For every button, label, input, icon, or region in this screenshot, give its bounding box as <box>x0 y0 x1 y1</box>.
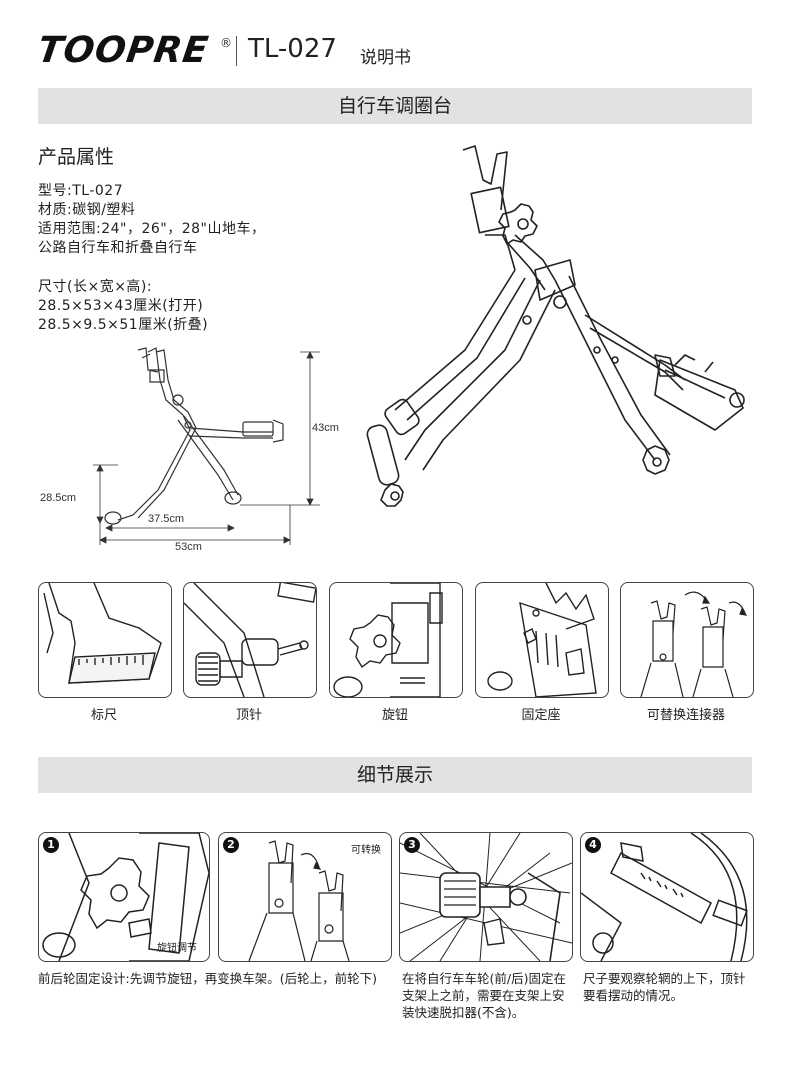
dim-height: 43cm <box>312 422 339 434</box>
product-drawing <box>365 140 760 530</box>
size-folded: 28.5×9.5×51厘米(折叠) <box>38 317 209 333</box>
part-label-connector: 可替换连接器 <box>646 708 725 723</box>
part-thimble-box <box>183 582 317 698</box>
part-mount-box <box>475 582 609 698</box>
description-3: 尺子要观察轮辋的上下，顶针要看摆动的情况。 <box>583 971 746 1003</box>
detail-label-1: 旋钮调节 <box>157 943 197 954</box>
detail-number-3: 3 <box>404 837 420 853</box>
product-title-band: 自行车调圈台 <box>38 88 752 124</box>
detail-box-4: 4 <box>580 832 754 962</box>
description-1: 前后轮固定设计:先调节旋钮，再变换车架。(后轮上，前轮下) <box>38 971 377 986</box>
detail-number-2: 2 <box>223 837 239 853</box>
convertible-frame-icon <box>219 833 391 961</box>
part-label-thimble: 顶针 <box>235 708 262 723</box>
detail-box-1: 1 旋钮调节 <box>38 832 210 962</box>
mount-icon <box>487 583 608 697</box>
part-ruler-box <box>38 582 172 698</box>
detail-number-4: 4 <box>585 837 601 853</box>
dim-depth: 28.5cm <box>40 492 77 504</box>
manual-label: 说明书 <box>360 48 411 68</box>
knob-adjust-icon <box>42 833 209 961</box>
thimble-icon <box>184 583 316 697</box>
part-label-mount: 固定座 <box>521 708 561 723</box>
knob-icon <box>333 583 462 697</box>
ruler-check-icon <box>581 833 753 961</box>
details-title-band: 细节展示 <box>38 757 752 793</box>
properties-heading: 产品属性 <box>38 146 115 168</box>
part-label-ruler: 标尺 <box>90 708 117 723</box>
detail-box-2: 2 可转换 <box>218 832 392 962</box>
part-knob-box <box>329 582 463 698</box>
brand-logo: TOOPRE <box>35 30 212 71</box>
size-heading: 尺寸(长×宽×高): <box>38 279 153 295</box>
header-divider <box>236 36 237 66</box>
registered-mark: ® <box>220 36 232 50</box>
spec-material: 材质:碳钢/塑料 <box>38 202 136 218</box>
quick-release-icon <box>400 833 572 961</box>
details-title: 细节展示 <box>356 764 433 786</box>
detail-box-3: 3 <box>399 832 573 962</box>
model-number: TL-027 <box>248 34 337 64</box>
part-connector-box <box>620 582 754 698</box>
dimension-drawing <box>38 340 358 565</box>
size-open: 28.5×53×43厘米(打开) <box>38 298 204 314</box>
spec-model: 型号:TL-027 <box>38 183 124 199</box>
dim-inner-width: 37.5cm <box>148 513 185 525</box>
spec-range: 适用范围:24"，26"，28"山地车， <box>38 221 266 237</box>
product-title: 自行车调圈台 <box>337 95 452 117</box>
spec-range-cont: 公路自行车和折叠自行车 <box>38 240 198 256</box>
detail-number-1: 1 <box>43 837 59 853</box>
ruler-icon <box>39 583 171 697</box>
detail-label-2: 可转换 <box>351 845 381 856</box>
description-2: 在将自行车车轮(前/后)固定在支架上之前，需要在支架上安装快速脱扣器(不含)。 <box>402 971 566 1020</box>
part-label-knob: 旋钮 <box>381 708 408 723</box>
dim-width: 53cm <box>175 541 202 553</box>
connector-icon <box>621 583 753 697</box>
